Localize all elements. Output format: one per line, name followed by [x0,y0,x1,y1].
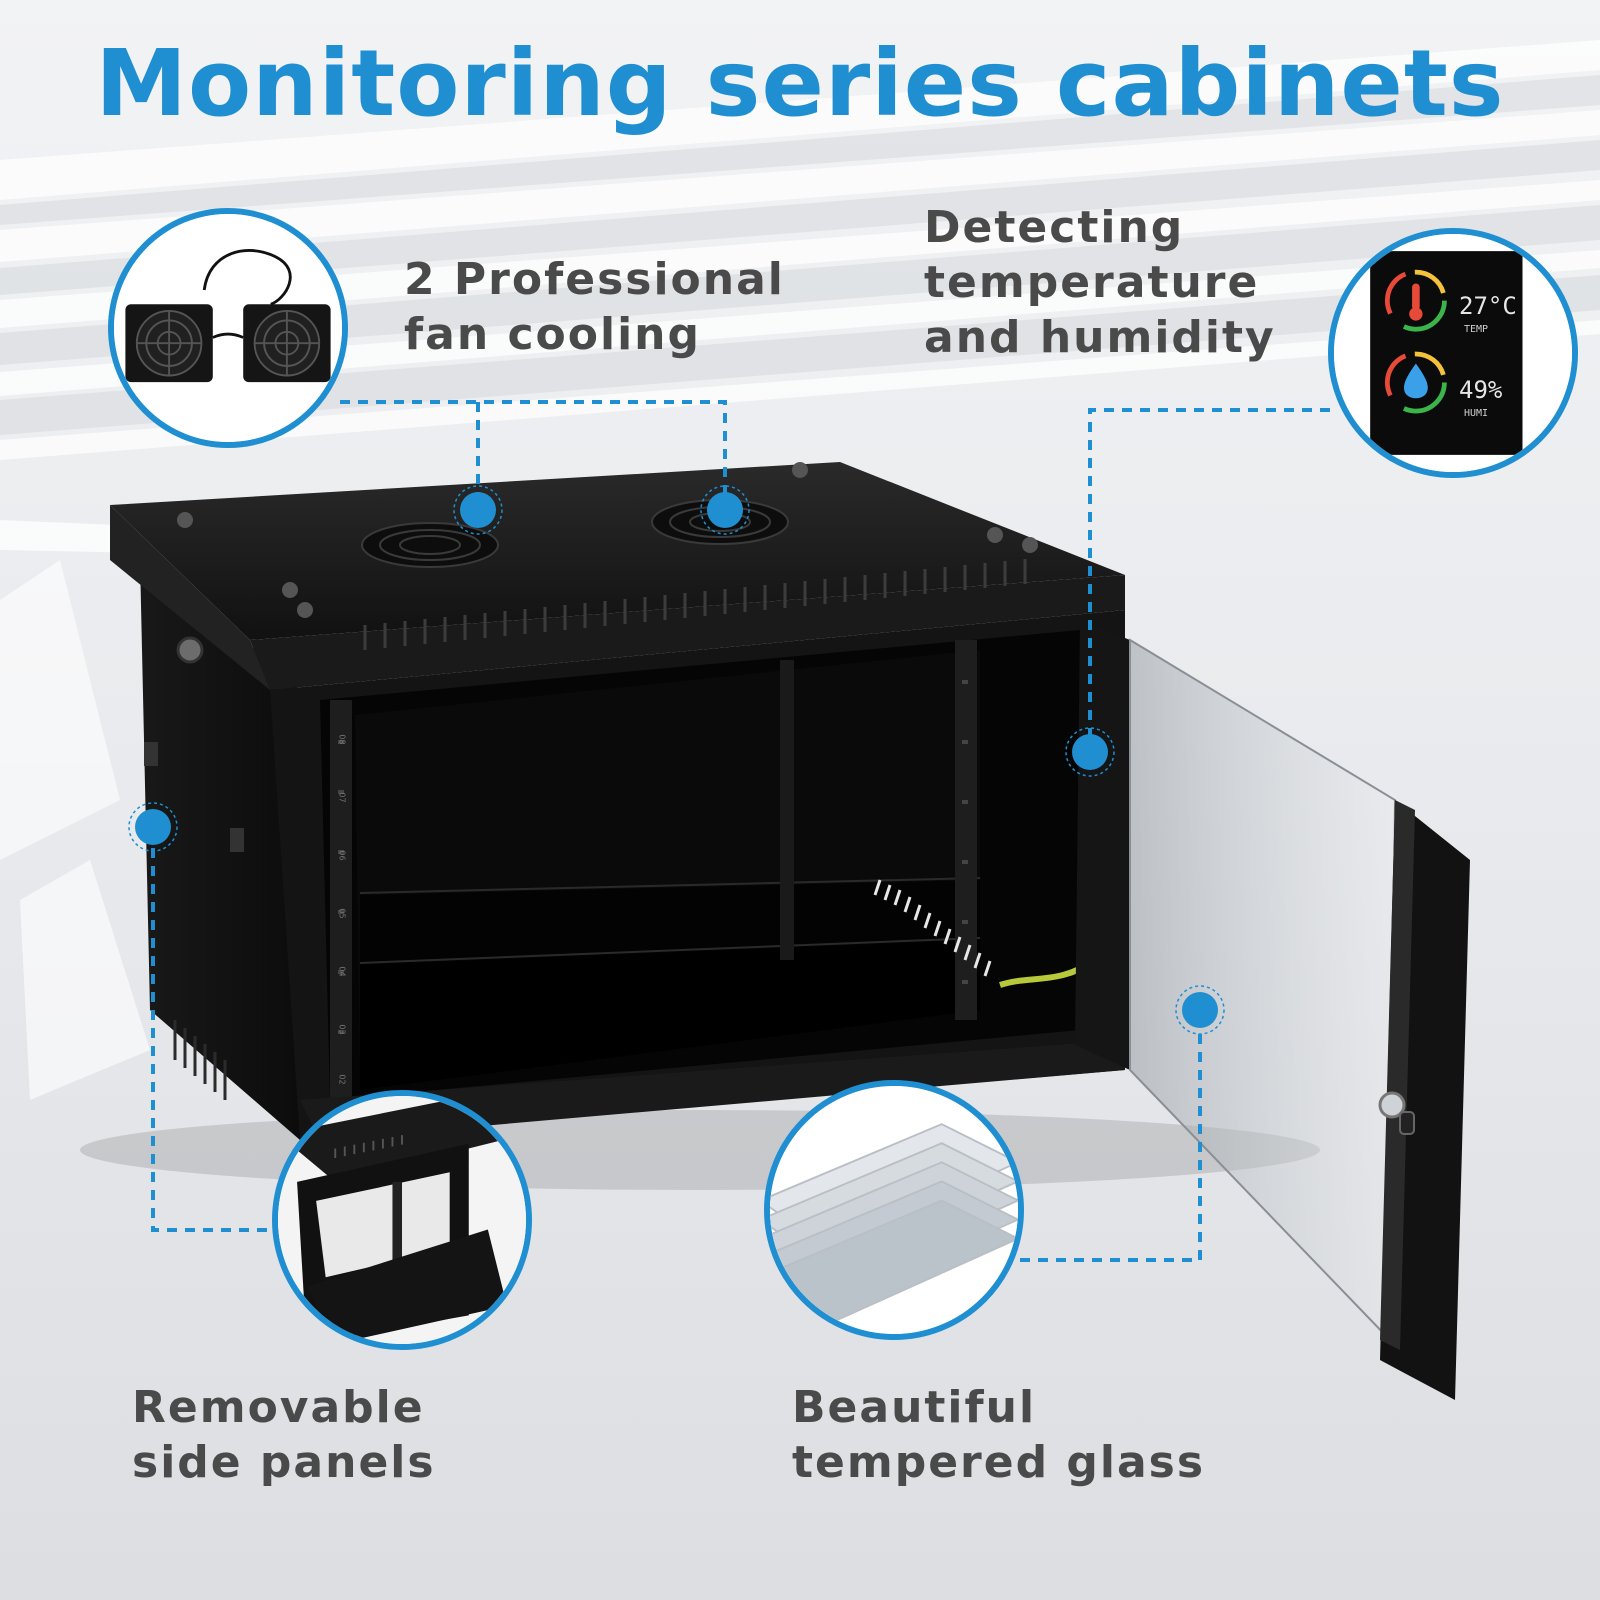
rack-unit-label: 02 [337,1074,347,1085]
fan-icon [243,304,331,383]
lock-icon [176,636,204,664]
sensor-detail-circle: 27°C TEMP 49% HUMI [1328,228,1578,478]
fan-pair-image [114,214,342,442]
cabinet-front [270,610,1125,1140]
side-panel-detail-circle [272,1090,532,1350]
fan-detail-circle [108,208,348,448]
side-panels-caption: Removable side panels [132,1380,436,1490]
tempered-glass-caption: Beautiful tempered glass [792,1380,1205,1490]
caption-line: side panels [132,1437,436,1488]
glass-sheets-image [770,1086,1018,1334]
glass-door[interactable] [1075,620,1470,1400]
top-vent-slots [363,559,1027,650]
rack-unit-label: 03 [337,1024,347,1035]
water-drop-icon [1384,351,1447,414]
humidity-label: HUMI [1464,408,1489,419]
caption-line: Detecting [924,202,1185,253]
humidity-value: 49% [1459,376,1503,404]
caption-line: Removable [132,1382,425,1433]
door-lock-icon[interactable] [1378,1091,1415,1135]
spring-cable [873,879,992,977]
sensor-caption: Detecting temperature and humidity [924,200,1276,365]
thermometer-icon [1384,269,1447,332]
glass-detail-circle [764,1080,1024,1340]
rack-unit-label: 04 [337,966,347,977]
callout-dots [128,485,1225,1035]
side-panel-image [278,1096,526,1344]
fan-icon [361,522,499,568]
floor-shadow [80,1110,1320,1190]
caption-line: tempered glass [792,1437,1206,1488]
callout-connectors [151,400,1330,1262]
caption-line: fan cooling [404,309,701,360]
rack-unit-label: 07 [337,792,347,803]
temperature-label: TEMP [1464,324,1489,335]
rack-unit-labels: 08 07 06 05 04 03 02 [337,734,351,1095]
caption-line: 2 Professional [404,254,785,305]
caption-line: and humidity [924,312,1276,363]
caption-line: temperature [924,257,1260,308]
rack-unit-label: 06 [337,850,347,861]
page-title: Monitoring series cabinets [95,30,1505,137]
sensor-display-image [1334,234,1572,472]
rack-unit-label: 08 [337,734,347,745]
caption-line: Beautiful [792,1382,1037,1433]
temperature-value: 27°C [1459,292,1517,320]
fan-cooling-caption: 2 Professional fan cooling [404,252,785,362]
rack-unit-label: 05 [337,908,347,919]
cabinet-top [110,462,1125,690]
fan-icon [125,304,213,383]
